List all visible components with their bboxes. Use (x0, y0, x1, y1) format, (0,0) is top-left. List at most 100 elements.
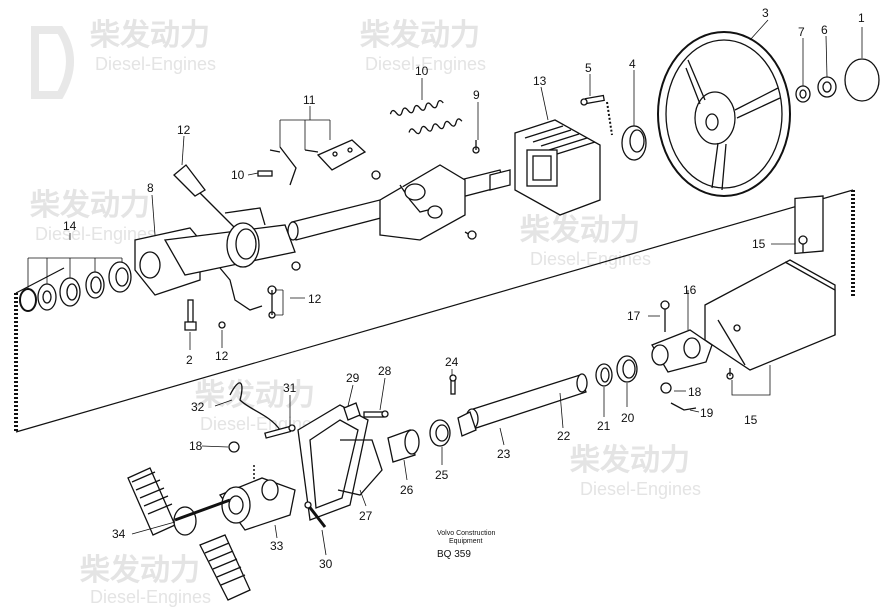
svg-text:Diesel-Engines: Diesel-Engines (90, 587, 211, 607)
pawl-plate (269, 139, 381, 186)
watermark-layer: 柴发动力 Diesel-Engines 柴发动力 Diesel-Engines … (30, 19, 701, 607)
callout-15b: 15 (744, 413, 758, 427)
callout-12b: 12 (215, 349, 229, 363)
callout-27: 27 (359, 509, 373, 523)
leader-lines (27, 19, 863, 556)
svg-text:Diesel-Engines: Diesel-Engines (35, 224, 156, 244)
drawing-caption: Volvo Construction Equipment BQ 359 (437, 530, 567, 561)
callout-7: 7 (798, 25, 805, 39)
callout-10b: 10 (231, 168, 245, 182)
bolt-28 (363, 410, 389, 418)
callout-23: 23 (497, 447, 511, 461)
callout-9: 9 (473, 88, 480, 102)
nut-18-right (660, 382, 672, 394)
lower-left-assembly (127, 382, 389, 601)
callout-21: 21 (597, 419, 611, 433)
watermark-4: 柴发动力 Diesel-Engines (520, 214, 651, 269)
callout-31: 31 (283, 381, 297, 395)
pin-19 (670, 402, 697, 411)
bearing-ring (621, 125, 647, 161)
caption-line-1: Volvo Construction (437, 530, 496, 537)
nut-18-left (228, 441, 240, 453)
callout-18b: 18 (189, 439, 203, 453)
watermark-brand-en: Diesel-Engines (95, 54, 216, 74)
callout-1: 1 (858, 11, 865, 25)
upper-steering-column (287, 140, 511, 241)
svg-text:柴发动力: 柴发动力 (570, 444, 690, 477)
pin-12 (218, 321, 226, 329)
callout-2: 2 (186, 353, 193, 367)
callout-20: 20 (621, 411, 635, 425)
tilt-lever (173, 164, 236, 229)
bolt-30 (304, 501, 327, 528)
watermark-brand-cn: 柴发动力 (90, 19, 210, 52)
screw-5 (580, 94, 605, 106)
callout-15a: 15 (752, 237, 766, 251)
springs (389, 99, 463, 135)
callout-33: 33 (270, 539, 284, 553)
nut (817, 76, 837, 98)
ring-21 (595, 363, 613, 387)
lower-right-assembly (387, 195, 836, 463)
svg-text:Diesel-Engines: Diesel-Engines (580, 479, 701, 499)
floor-plate-27 (297, 404, 383, 521)
callout-12a: 12 (177, 123, 191, 137)
watermark-2: 柴发动力 Diesel-Engines (360, 19, 486, 74)
svg-text:Diesel-Engines: Diesel-Engines (530, 249, 651, 269)
callout-13: 13 (533, 74, 547, 88)
assembly-link-lines (14, 101, 855, 500)
callout-29: 29 (346, 371, 360, 385)
callout-10a: 10 (415, 64, 429, 78)
callout-30: 30 (319, 557, 333, 571)
watermark-6: 柴发动力 Diesel-Engines (570, 444, 701, 499)
seal-ring-20 (616, 355, 638, 383)
callout-22: 22 (557, 429, 571, 443)
bracket-29 (343, 402, 361, 421)
steering-wheel (657, 31, 791, 197)
callout-32: 32 (191, 400, 205, 414)
watermark-7: 柴发动力 Diesel-Engines (80, 554, 211, 607)
upper-assembly (19, 31, 880, 331)
callout-25: 25 (435, 468, 449, 482)
svg-text:柴发动力: 柴发动力 (80, 554, 200, 587)
bushing-26 (387, 429, 420, 463)
watermark-5: 柴发动力 Diesel-Engines (195, 379, 321, 434)
callout-11: 11 (303, 93, 316, 107)
callout-5: 5 (585, 61, 592, 75)
callout-34: 34 (112, 527, 126, 541)
shaft-34 (127, 467, 251, 601)
caption-line-2: Equipment (449, 538, 483, 545)
svg-text:柴发动力: 柴发动力 (360, 19, 480, 52)
svg-text:柴发动力: 柴发动力 (195, 379, 315, 412)
callout-19: 19 (700, 406, 714, 420)
callout-12c: 12 (308, 292, 322, 306)
universal-joint-33 (218, 477, 296, 531)
callout-6: 6 (821, 23, 828, 37)
bolt-2 (184, 299, 197, 331)
center-cap (844, 58, 880, 102)
svg-text:柴发动力: 柴发动力 (520, 214, 640, 247)
watermark-3: 柴发动力 Diesel-Engines (30, 189, 156, 244)
callout-28: 28 (378, 364, 392, 378)
mounting-bracket-15 (704, 195, 836, 380)
screw-10 (257, 170, 273, 177)
wire-32 (229, 382, 281, 431)
callout-8: 8 (147, 181, 154, 195)
callout-24: 24 (445, 355, 459, 369)
bolt-31 (264, 424, 296, 439)
caption-code: BQ 359 (437, 549, 471, 560)
callout-14: 14 (63, 219, 77, 233)
washer (795, 85, 811, 103)
callout-26: 26 (400, 483, 414, 497)
callout-18a: 18 (688, 385, 702, 399)
svg-text:柴发动力: 柴发动力 (30, 189, 150, 222)
watermark-1: 柴发动力 Diesel-Engines (31, 19, 216, 99)
column-bracket (134, 207, 301, 319)
callout-4: 4 (629, 57, 636, 71)
universal-joint-16 (651, 300, 713, 373)
callout-17: 17 (627, 309, 641, 323)
svg-text:Diesel-Engines: Diesel-Engines (365, 54, 486, 74)
callout-16: 16 (683, 283, 697, 297)
